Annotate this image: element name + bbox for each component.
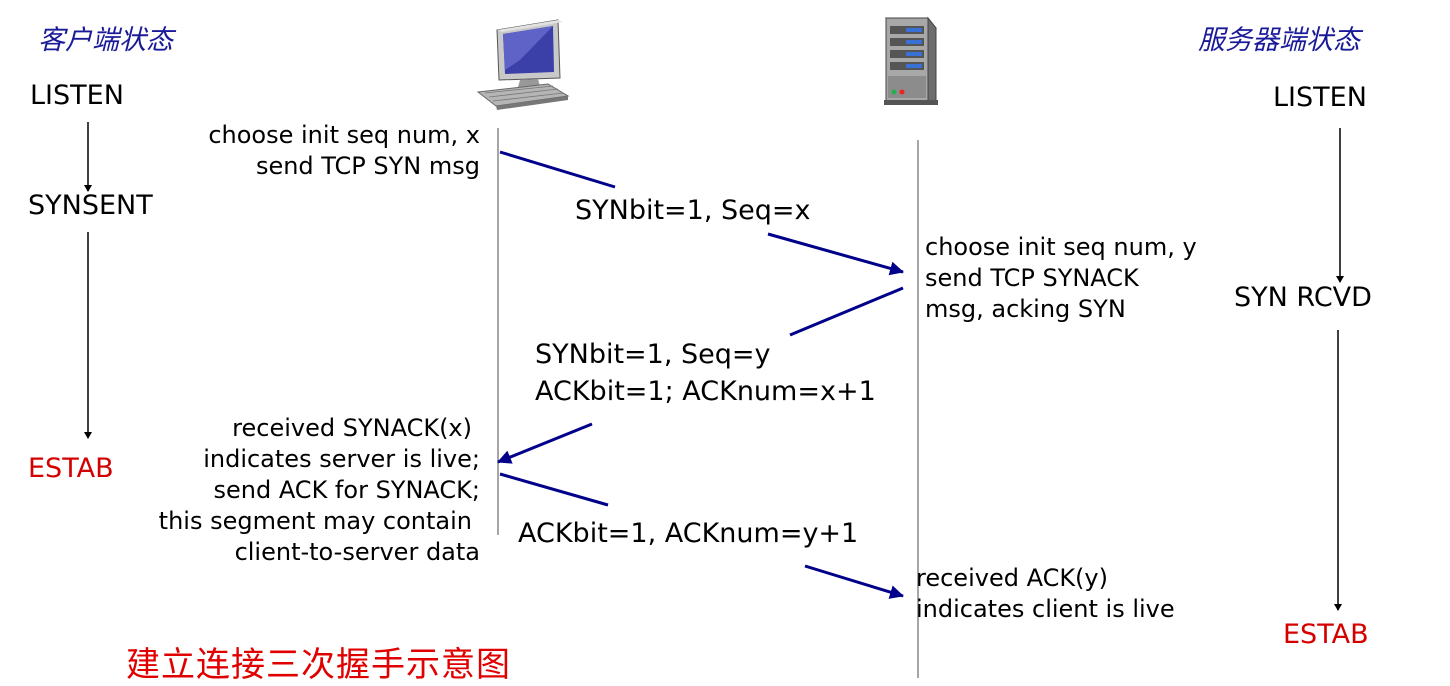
client-state-listen: LISTEN xyxy=(30,80,124,111)
server-state-synrcvd: SYN RCVD xyxy=(1234,282,1372,313)
ack-arrow-head xyxy=(804,564,904,599)
server-synack-note-line-1: choose init seq num, y xyxy=(925,233,1197,261)
client-state-header: 客户端状态 xyxy=(38,25,173,56)
client-ack-note-line-4: this segment may contain xyxy=(158,507,472,535)
client-ack-note: received SYNACK(x) indicates server is l… xyxy=(159,413,480,568)
server-synack-note-line-2: send TCP SYNACK xyxy=(925,264,1139,292)
client-state-synsent: SYNSENT xyxy=(28,190,153,221)
ack-arrow-segment xyxy=(499,472,609,507)
computer-icon xyxy=(476,19,570,110)
server-state-listen: LISTEN xyxy=(1273,82,1367,113)
client-state-estab: ESTAB xyxy=(28,453,114,484)
server-state-estab: ESTAB xyxy=(1283,619,1369,650)
client-ack-note-line-3: send ACK for SYNACK; xyxy=(213,476,480,504)
diagram-caption: 建立连接三次握手示意图 xyxy=(126,645,511,685)
syn-message-label: SYNbit=1, Seq=x xyxy=(575,195,811,226)
client-syn-note: choose init seq num, x send TCP SYN msg xyxy=(208,120,480,182)
syn-arrow-head xyxy=(767,232,904,276)
client-syn-note-line-1: choose init seq num, x xyxy=(208,121,480,149)
synack-message-line-1: SYNbit=1, Seq=y xyxy=(535,339,771,370)
ack-message-label: ACKbit=1, ACKnum=y+1 xyxy=(518,518,859,549)
client-syn-note-line-2: send TCP SYN msg xyxy=(255,152,480,180)
server-synack-note-line-3: msg, acking SYN xyxy=(925,295,1126,323)
client-ack-note-line-1: received SYNACK(x) xyxy=(232,414,472,442)
synack-arrow-head xyxy=(497,422,593,464)
synack-arrow-segment xyxy=(789,286,904,337)
syn-arrow-segment xyxy=(499,150,616,189)
server-synack-note: choose init seq num, y send TCP SYNACK m… xyxy=(925,232,1197,325)
synack-message-label: SYNbit=1, Seq=y ACKbit=1; ACKnum=x+1 xyxy=(535,336,876,410)
server-state-header: 服务器端状态 xyxy=(1198,25,1360,56)
server-ack-note: received ACK(y) indicates client is live xyxy=(916,563,1175,625)
client-ack-note-line-5: client-to-server data xyxy=(234,538,480,566)
server-ack-note-line-1: received ACK(y) xyxy=(916,564,1108,592)
synack-message-line-2: ACKbit=1; ACKnum=x+1 xyxy=(535,376,876,407)
client-ack-note-line-2: indicates server is live; xyxy=(203,445,480,473)
server-ack-note-line-2: indicates client is live xyxy=(916,595,1175,623)
server-icon xyxy=(884,16,938,105)
